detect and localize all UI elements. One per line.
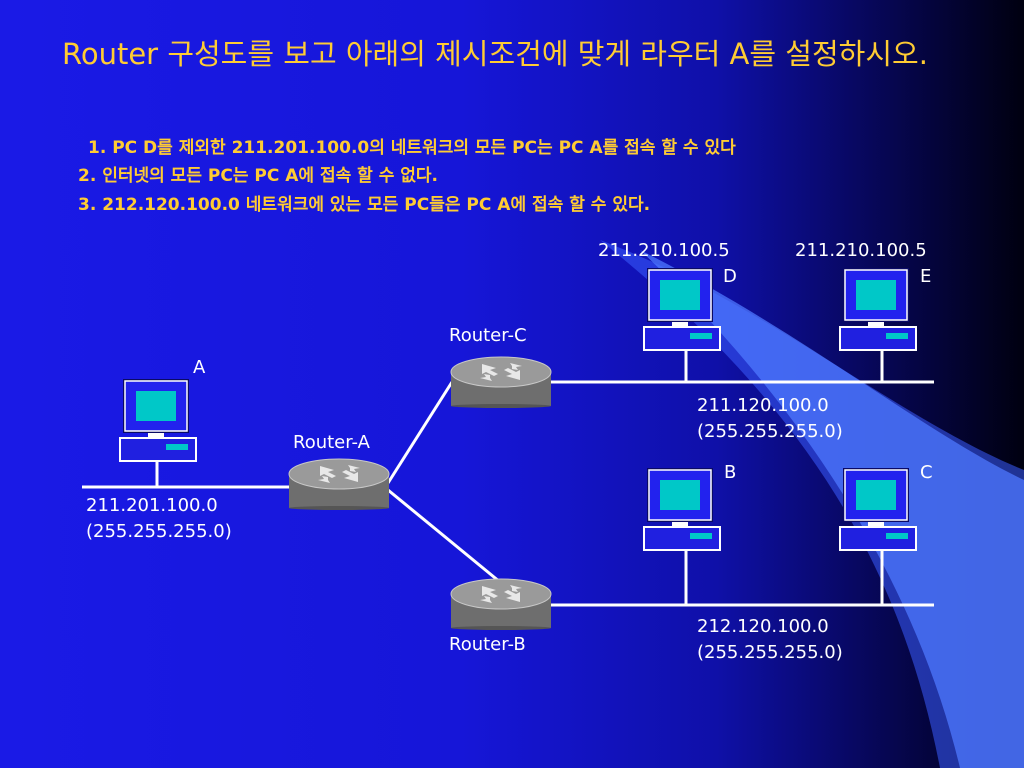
slide-title: Router 구성도를 보고 아래의 제시조건에 맞게 라우터 A를 설정하시오… (62, 37, 928, 71)
top-network-address: 211.120.100.0 (697, 395, 829, 416)
router-b-label: Router-B (449, 634, 526, 655)
condition-1: 1. PC D를 제외한 211.201.100.0의 네트워크의 모든 PC는… (88, 138, 736, 158)
pc-c-label: C (920, 462, 933, 483)
pc-e-label: E (920, 266, 932, 287)
top-network-mask: (255.255.255.0) (697, 421, 843, 442)
swoosh-shape-inner (640, 250, 1024, 768)
pc-e-ip: 211.210.100.5 (795, 240, 927, 261)
pc-e-icon (839, 268, 917, 351)
router-c-icon (450, 356, 552, 408)
condition-2: 2. 인터넷의 모든 PC는 PC A에 접속 할 수 없다. (78, 166, 438, 186)
pc-b-icon (643, 468, 721, 551)
router-c-label: Router-C (449, 325, 527, 346)
condition-3: 3. 212.120.100.0 네트워크에 있는 모든 PC들은 PC A에 … (78, 195, 651, 215)
link-router-a-b (387, 488, 501, 584)
router-a-icon (288, 458, 390, 510)
link-router-a-c (386, 381, 454, 484)
bottom-network-address: 212.120.100.0 (697, 616, 829, 637)
router-b-icon (450, 578, 552, 630)
pc-a-label: A (193, 357, 206, 378)
pc-d-label: D (723, 266, 737, 287)
bottom-network-info: 212.120.100.0 (255.255.255.0) (697, 614, 843, 666)
top-network-info: 211.120.100.0 (255.255.255.0) (697, 393, 843, 445)
left-network-mask: (255.255.255.0) (86, 521, 232, 542)
bottom-network-mask: (255.255.255.0) (697, 642, 843, 663)
router-a-label: Router-A (293, 432, 370, 453)
pc-d-icon (643, 268, 721, 351)
left-network-info: 211.201.100.0 (255.255.255.0) (86, 493, 232, 545)
pc-b-label: B (724, 462, 737, 483)
left-network-address: 211.201.100.0 (86, 495, 218, 516)
pc-c-icon (839, 468, 917, 551)
pc-d-ip: 211.210.100.5 (598, 240, 730, 261)
pc-a-icon (119, 379, 197, 462)
